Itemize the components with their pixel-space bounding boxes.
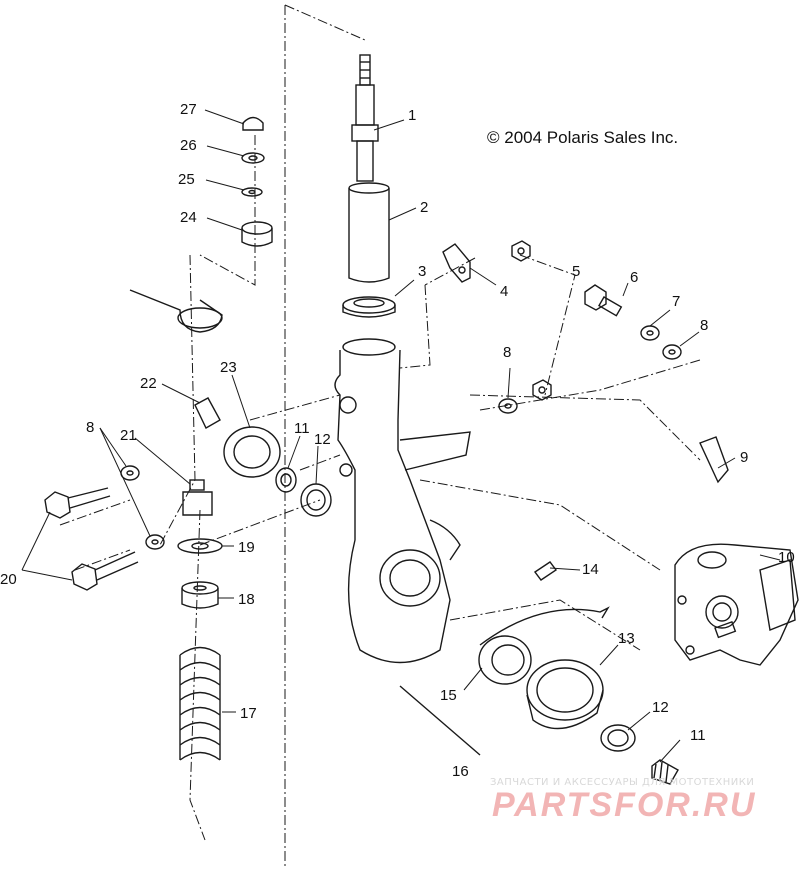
callout-26: 26	[180, 137, 197, 154]
callout-10: 10	[778, 549, 795, 566]
callout-9: 9	[740, 449, 748, 466]
part-3-thrust-washer	[342, 296, 396, 318]
upper-strut-mount	[129, 289, 223, 333]
part-8-flat-washers	[120, 344, 682, 550]
callout-21: 21	[120, 427, 137, 444]
copyright-notice: © 2004 Polaris Sales Inc.	[487, 128, 679, 147]
callout-15: 15	[440, 687, 457, 704]
part-26-washer	[241, 152, 265, 164]
callout-7: 7	[672, 293, 680, 310]
callout-8-center: 8	[503, 344, 511, 361]
callout-12-lower: 12	[652, 699, 669, 716]
part-22-adjuster-fitting	[194, 397, 221, 429]
callout-numbers: 1 2 3 4 5 6 7 8 8 8 9 10 11 11 12 12 13 …	[0, 101, 795, 780]
callout-8-left: 8	[86, 419, 94, 436]
part-19-spring-washer	[177, 538, 223, 554]
part-17-coil-spring	[179, 646, 221, 761]
part-13-bearing-sleeve	[526, 659, 604, 730]
part-10-brake-caliper	[674, 543, 799, 666]
part-2-dust-boot	[348, 182, 390, 283]
callout-11-lower: 11	[690, 727, 706, 744]
callout-2: 2	[420, 199, 428, 216]
callout-23: 23	[220, 359, 237, 376]
spindle-housing	[334, 338, 471, 664]
watermark-logo-text: PARTSFOR.RU	[492, 787, 756, 821]
part-23-strut-seal	[223, 426, 281, 478]
part-6-caliper-bolt	[584, 284, 623, 317]
part-9-brake-pad	[699, 436, 729, 484]
callout-27: 27	[180, 101, 197, 118]
part-4-brake-line-clip	[442, 243, 471, 283]
callout-11-upper: 11	[294, 420, 310, 437]
callout-1: 1	[408, 107, 416, 124]
part-20-mounting-bolts	[44, 487, 139, 591]
part-11-needle-bearings	[275, 467, 679, 785]
part-16-kit-bracket	[399, 685, 481, 756]
callout-8-right: 8	[700, 317, 708, 334]
part-7-lock-washer	[640, 325, 660, 341]
callout-leaders	[21, 109, 781, 763]
part-12-grease-seals	[300, 483, 636, 752]
callout-13: 13	[618, 630, 635, 647]
callout-19: 19	[238, 539, 255, 556]
callout-4: 4	[500, 283, 508, 300]
watermark-caption: ЗАПЧАСТИ И АКСЕССУАРЫ ДЛЯ МОТОТЕХНИКИ	[490, 777, 755, 788]
callout-6: 6	[630, 269, 638, 286]
part-18-spring-seat	[181, 581, 219, 609]
callout-20: 20	[0, 571, 17, 588]
part-25-washer	[241, 187, 263, 197]
callout-18: 18	[238, 591, 255, 608]
callout-25: 25	[178, 171, 195, 188]
callout-12-upper: 12	[314, 431, 331, 448]
callout-16: 16	[452, 763, 469, 780]
callout-5: 5	[572, 263, 580, 280]
callout-24: 24	[180, 209, 197, 226]
callout-3: 3	[418, 263, 426, 280]
part-21-hex-nut	[182, 479, 213, 516]
part-14-grease-fitting	[533, 561, 558, 581]
part-15-dust-shield	[478, 606, 610, 685]
callout-14: 14	[582, 561, 599, 578]
part-27-nut	[242, 116, 264, 131]
part-1-strut-shaft	[351, 54, 379, 182]
callout-17: 17	[240, 705, 257, 722]
part-5-lock-nuts	[511, 240, 552, 401]
part-24-top-bushing	[241, 221, 273, 247]
watermark-logo: PARTSFOR.RU	[492, 787, 756, 821]
assembly-centerlines	[59, 4, 701, 869]
callout-22: 22	[140, 375, 157, 392]
